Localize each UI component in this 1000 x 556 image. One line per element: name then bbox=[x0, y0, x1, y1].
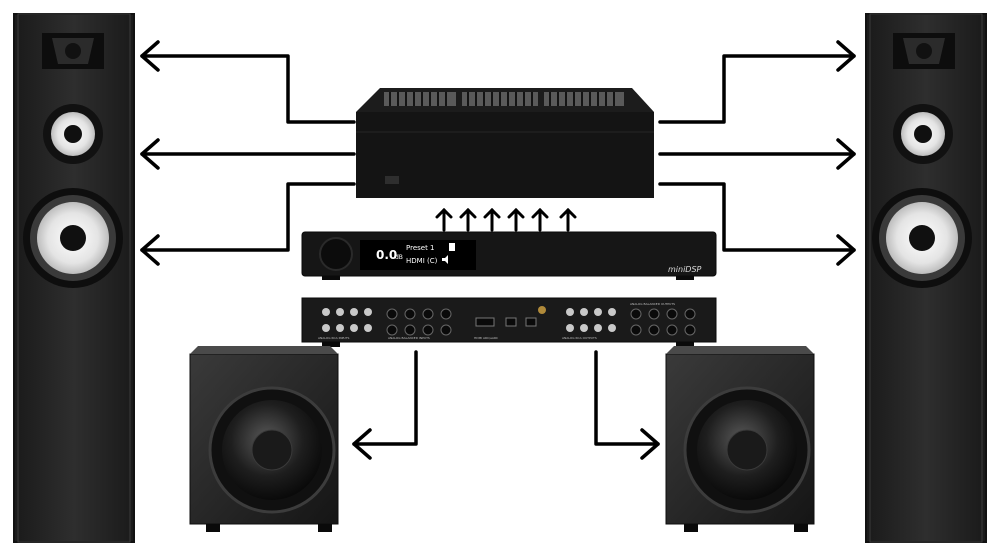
speaker-icon bbox=[442, 255, 448, 264]
balanced-outputs bbox=[630, 308, 696, 336]
amp-power-button bbox=[385, 176, 399, 184]
amp-to-left-speaker-arrows bbox=[140, 40, 356, 266]
volume-readout: 0.0 bbox=[376, 248, 397, 262]
hdmi-usb-ports bbox=[475, 306, 546, 327]
power-amplifier bbox=[356, 88, 654, 198]
woofer-driver bbox=[23, 188, 123, 288]
dsp-to-amp-arrows bbox=[435, 207, 577, 232]
minidsp-processor-front: 0.0 dB Preset 1 HDMI (C) miniDSP bbox=[301, 231, 717, 280]
left-subwoofer bbox=[189, 346, 339, 532]
amp-to-right-speaker-arrows bbox=[658, 40, 856, 266]
balanced-inputs bbox=[386, 308, 452, 336]
right-tower-speaker bbox=[865, 13, 987, 543]
preset-label: Preset 1 bbox=[406, 244, 435, 252]
dsp-to-subwoofer-arrows bbox=[352, 350, 660, 460]
midrange-driver bbox=[893, 104, 953, 164]
brand-logo: miniDSP bbox=[668, 265, 702, 274]
right-subwoofer bbox=[665, 346, 815, 532]
label-balanced-inputs: ANALOG BALANCED INPUTS bbox=[388, 336, 430, 340]
left-tower-speaker bbox=[13, 13, 135, 543]
rca-inputs bbox=[322, 308, 372, 332]
volume-knob bbox=[319, 237, 353, 271]
input-label: HDMI (C) bbox=[406, 257, 438, 265]
volume-unit: dB bbox=[395, 254, 403, 261]
minidsp-processor-rear: ANALOG RCA INPUTS ANALOG BALANCED INPUTS… bbox=[301, 297, 717, 347]
label-rca-outputs: ANALOG RCA OUTPUTS bbox=[562, 336, 597, 340]
tweeter-horn bbox=[893, 33, 955, 69]
label-balanced-outputs: ANALOG BALANCED OUTPUTS bbox=[630, 302, 675, 306]
hdmi-icon bbox=[449, 243, 455, 251]
label-hdmi: HDMI ARC/eARC bbox=[474, 336, 498, 340]
amp-vent-grille bbox=[384, 92, 624, 106]
rca-outputs bbox=[566, 308, 616, 332]
label-rca-inputs: ANALOG RCA INPUTS bbox=[318, 336, 350, 340]
midrange-driver bbox=[43, 104, 103, 164]
woofer-driver bbox=[872, 188, 972, 288]
tweeter-horn bbox=[42, 33, 104, 69]
